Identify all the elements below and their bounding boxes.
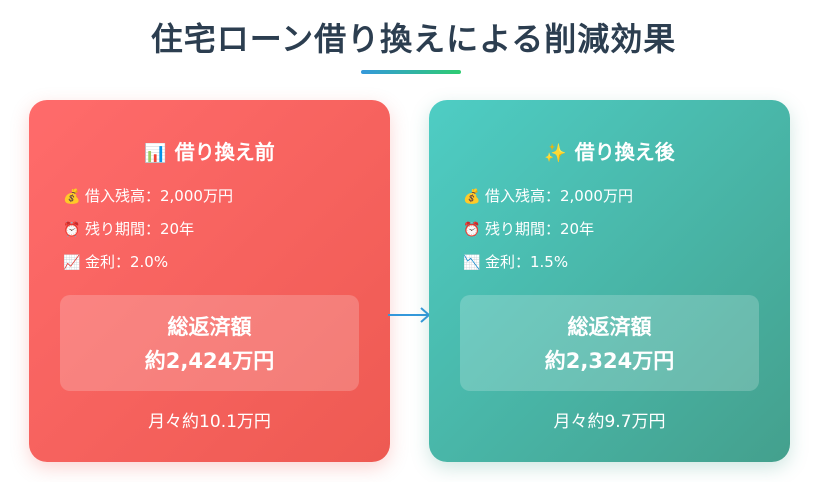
card-heading-label: 借り換え後	[574, 140, 675, 164]
alarm-clock-icon: ⏰	[463, 222, 481, 238]
sparkles-icon: ✨	[544, 143, 567, 164]
detail-row-rate: 📉金利：1.5%	[463, 252, 633, 285]
loan-details: 💰借入残高：2,000万円 ⏰残り期間：20年 📉金利：1.5%	[463, 186, 633, 285]
detail-text: 残り期間：20年	[485, 220, 595, 238]
card-after-refinance: ✨借り換え後 💰借入残高：2,000万円 ⏰残り期間：20年 📉金利：1.5% …	[429, 100, 790, 462]
card-heading: 📊 借り換え前	[29, 136, 390, 165]
detail-text: 金利：1.5%	[485, 253, 569, 271]
detail-row-balance: 💰借入残高：2,000万円	[463, 186, 633, 219]
card-heading-label: 借り換え前	[174, 140, 275, 164]
detail-text: 残り期間：20年	[85, 220, 195, 238]
detail-row-term: ⏰残り期間：20年	[63, 219, 233, 252]
detail-text: 借入残高：2,000万円	[485, 187, 633, 205]
total-repayment-amount: 約2,424万円	[144, 349, 275, 373]
card-heading: ✨ 借り換え後	[429, 136, 790, 165]
card-before-refinance: 📊借り換え前 💰借入残高：2,000万円 ⏰残り期間：20年 📈金利：2.0% …	[29, 100, 390, 462]
alarm-clock-icon: ⏰	[63, 222, 81, 238]
loan-details: 💰借入残高：2,000万円 ⏰残り期間：20年 📈金利：2.0%	[63, 186, 233, 285]
monthly-payment: 月々約9.7万円	[553, 412, 666, 432]
money-bag-icon: 💰	[63, 189, 81, 205]
arrow-right-icon	[388, 307, 431, 323]
detail-row-rate: 📈金利：2.0%	[63, 252, 233, 285]
detail-text: 借入残高：2,000万円	[85, 187, 233, 205]
chart-increasing-icon: 📈	[63, 255, 81, 271]
total-repayment-amount: 約2,324万円	[544, 349, 675, 373]
total-repayment-label: 総返済額	[167, 315, 252, 339]
bar-chart-icon: 📊	[144, 143, 167, 164]
title-underline	[361, 70, 461, 74]
total-repayment-label: 総返済額	[567, 315, 652, 339]
page-title: 住宅ローン借り換えによる削減効果	[150, 20, 677, 58]
monthly-payment: 月々約10.1万円	[148, 412, 271, 432]
detail-row-balance: 💰借入残高：2,000万円	[63, 186, 233, 219]
detail-text: 金利：2.0%	[85, 253, 169, 271]
chart-decreasing-icon: 📉	[463, 255, 481, 271]
total-repayment-box: 総返済額 約2,424万円	[60, 295, 359, 391]
detail-row-term: ⏰残り期間：20年	[463, 219, 633, 252]
money-bag-icon: 💰	[463, 189, 481, 205]
total-repayment-box: 総返済額 約2,324万円	[460, 295, 759, 391]
